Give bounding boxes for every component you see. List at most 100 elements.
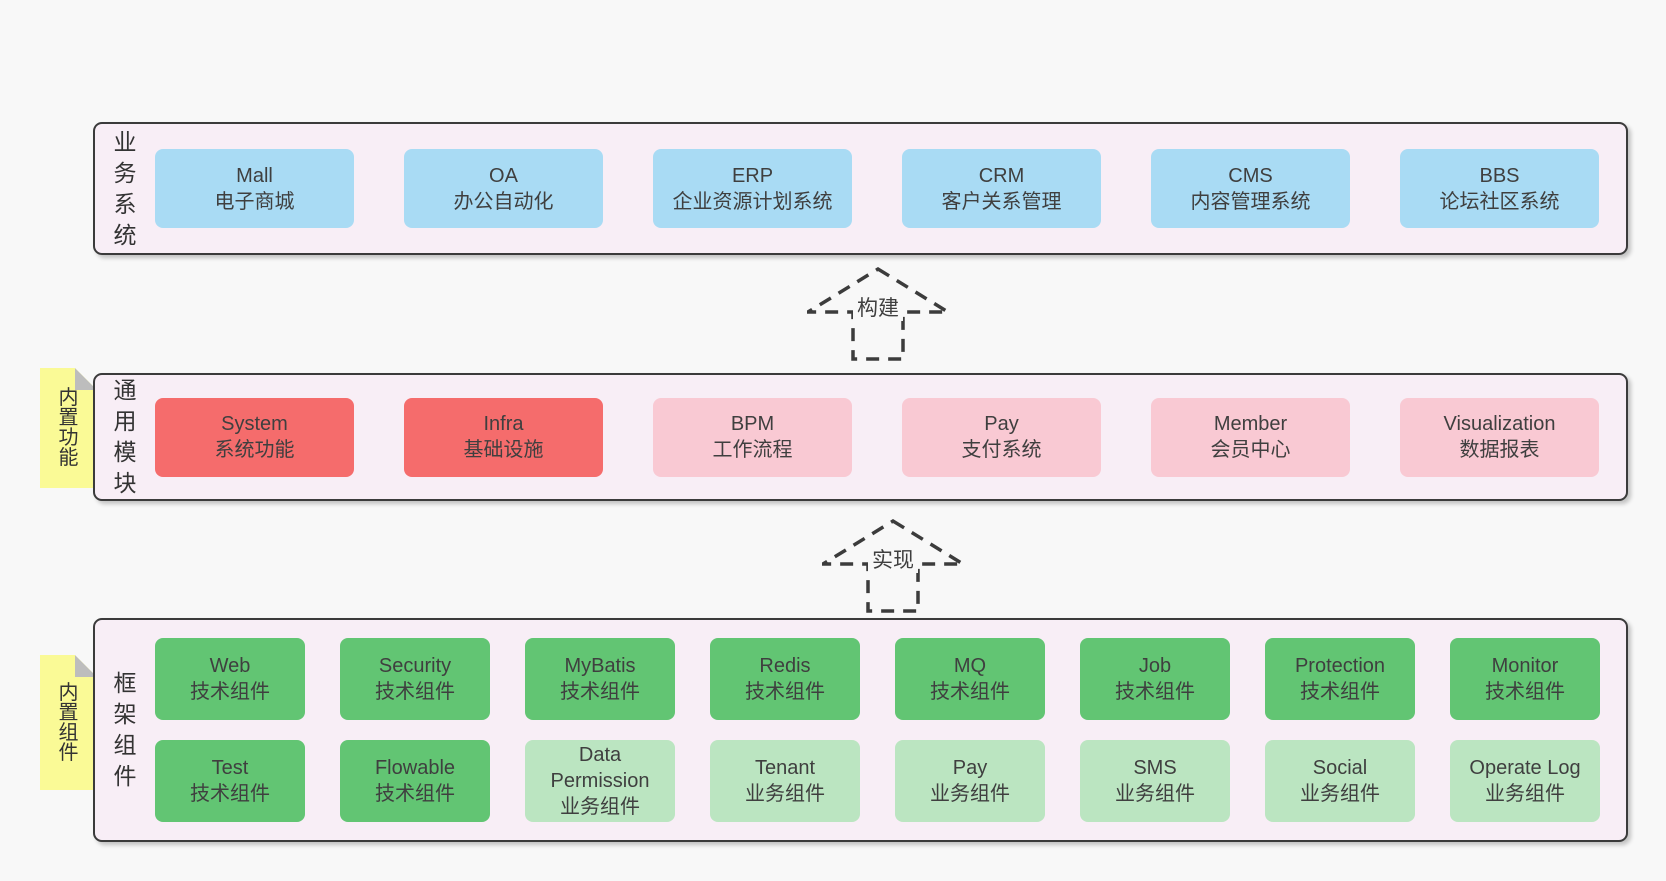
vertical-char: 统 xyxy=(113,221,137,248)
box-desc: 业务组件 xyxy=(1115,783,1195,805)
box-name: Web xyxy=(209,655,251,677)
box-pay: Pay 业务组件 xyxy=(895,740,1045,822)
box-desc: 技术组件 xyxy=(560,681,640,703)
box-desc: 内容管理系统 xyxy=(1190,190,1311,213)
box-crm: CRM 客户关系管理 xyxy=(902,149,1101,228)
box-name: Pay xyxy=(952,757,988,779)
box-desc: 技术组件 xyxy=(930,681,1010,703)
build-arrow-label: 构建 xyxy=(853,293,903,321)
layer-business-systems-label: 业务系统 xyxy=(109,128,141,248)
box-desc: 企业资源计划系统 xyxy=(672,190,833,213)
vertical-char: 块 xyxy=(113,470,137,496)
box-mybatis: MyBatis 技术组件 xyxy=(525,638,675,720)
vertical-char: 件 xyxy=(113,763,137,789)
box-name: Security xyxy=(378,655,452,677)
box-name: Test xyxy=(211,757,249,779)
box-desc: 会员中心 xyxy=(1210,439,1291,461)
box-name: Member xyxy=(1213,413,1288,435)
layer-common-modules-label: 通用模块 xyxy=(109,379,141,495)
box-desc: 客户关系管理 xyxy=(941,190,1062,213)
box-job: Job 技术组件 xyxy=(1080,638,1230,720)
box-desc: 支付系统 xyxy=(961,439,1042,461)
vertical-char: 模 xyxy=(113,439,137,465)
box-name: System xyxy=(221,413,288,435)
box-mall: Mall 电子商城 xyxy=(155,149,354,228)
box-name: Mall xyxy=(236,164,273,187)
box-desc: 技术组件 xyxy=(375,681,455,703)
box-desc: 基础设施 xyxy=(463,439,544,461)
box-desc: 业务组件 xyxy=(930,783,1010,805)
box-desc: 技术组件 xyxy=(1485,681,1565,703)
vertical-char: 置 xyxy=(58,407,79,429)
box-name: CRM xyxy=(978,164,1025,187)
box-desc: 技术组件 xyxy=(375,783,455,805)
box-name: Job xyxy=(1138,655,1172,677)
box-pay: Pay 支付系统 xyxy=(902,397,1101,477)
vertical-char: 业 xyxy=(113,128,137,155)
box-desc: 技术组件 xyxy=(1115,681,1195,703)
box-name: MQ xyxy=(953,655,987,677)
box-bbs: BBS 论坛社区系统 xyxy=(1400,149,1599,228)
box-desc: 数据报表 xyxy=(1459,439,1540,461)
box-redis: Redis 技术组件 xyxy=(710,638,860,720)
vertical-char: 系 xyxy=(113,190,137,217)
box-name: Visualization xyxy=(1443,413,1556,435)
box-name: SMS xyxy=(1133,757,1177,779)
box-desc: 系统功能 xyxy=(214,439,295,461)
box-flowable: Flowable 技术组件 xyxy=(340,740,490,822)
box-desc: 技术组件 xyxy=(1300,681,1380,703)
box-name: BBS xyxy=(1479,164,1520,187)
box-desc: 办公自动化 xyxy=(453,190,554,213)
box-desc: 电子商城 xyxy=(214,190,295,213)
box-operate-log: Operate Log 业务组件 xyxy=(1450,740,1600,822)
box-sms: SMS 业务组件 xyxy=(1080,740,1230,822)
box-name: Data Permission xyxy=(550,744,650,792)
box-name: Social xyxy=(1312,757,1368,779)
note-builtin-components-label: 内置组件 xyxy=(59,683,79,763)
box-name: Operate Log xyxy=(1469,757,1581,779)
box-name: MyBatis xyxy=(564,655,636,677)
box-monitor: Monitor 技术组件 xyxy=(1450,638,1600,720)
box-desc: 论坛社区系统 xyxy=(1439,190,1560,213)
box-cms: CMS 内容管理系统 xyxy=(1151,149,1350,228)
vertical-char: 通 xyxy=(113,377,137,403)
implement-arrow-label: 实现 xyxy=(868,545,918,573)
box-name: Redis xyxy=(759,655,811,677)
note-builtin-features-label: 内置功能 xyxy=(59,388,79,468)
box-name: Flowable xyxy=(374,757,456,779)
box-desc: 技术组件 xyxy=(190,783,270,805)
box-name: Pay xyxy=(984,413,1019,435)
box-desc: 技术组件 xyxy=(745,681,825,703)
vertical-char: 架 xyxy=(113,701,137,727)
vertical-char: 组 xyxy=(58,721,79,744)
box-desc: 工作流程 xyxy=(712,439,793,461)
box-mq: MQ 技术组件 xyxy=(895,638,1045,720)
layer-framework-components-label: 框架组件 xyxy=(109,672,141,788)
box-desc: 业务组件 xyxy=(1485,783,1565,805)
box-security: Security 技术组件 xyxy=(340,638,490,720)
vertical-char: 内 xyxy=(58,387,79,409)
vertical-char: 用 xyxy=(113,408,137,434)
vertical-char: 置 xyxy=(58,701,79,724)
vertical-char: 框 xyxy=(113,670,137,696)
box-desc: 业务组件 xyxy=(745,783,825,805)
box-name: CMS xyxy=(1228,164,1273,187)
vertical-char: 务 xyxy=(113,159,137,186)
box-name: Monitor xyxy=(1491,655,1559,677)
box-desc: 技术组件 xyxy=(190,681,270,703)
